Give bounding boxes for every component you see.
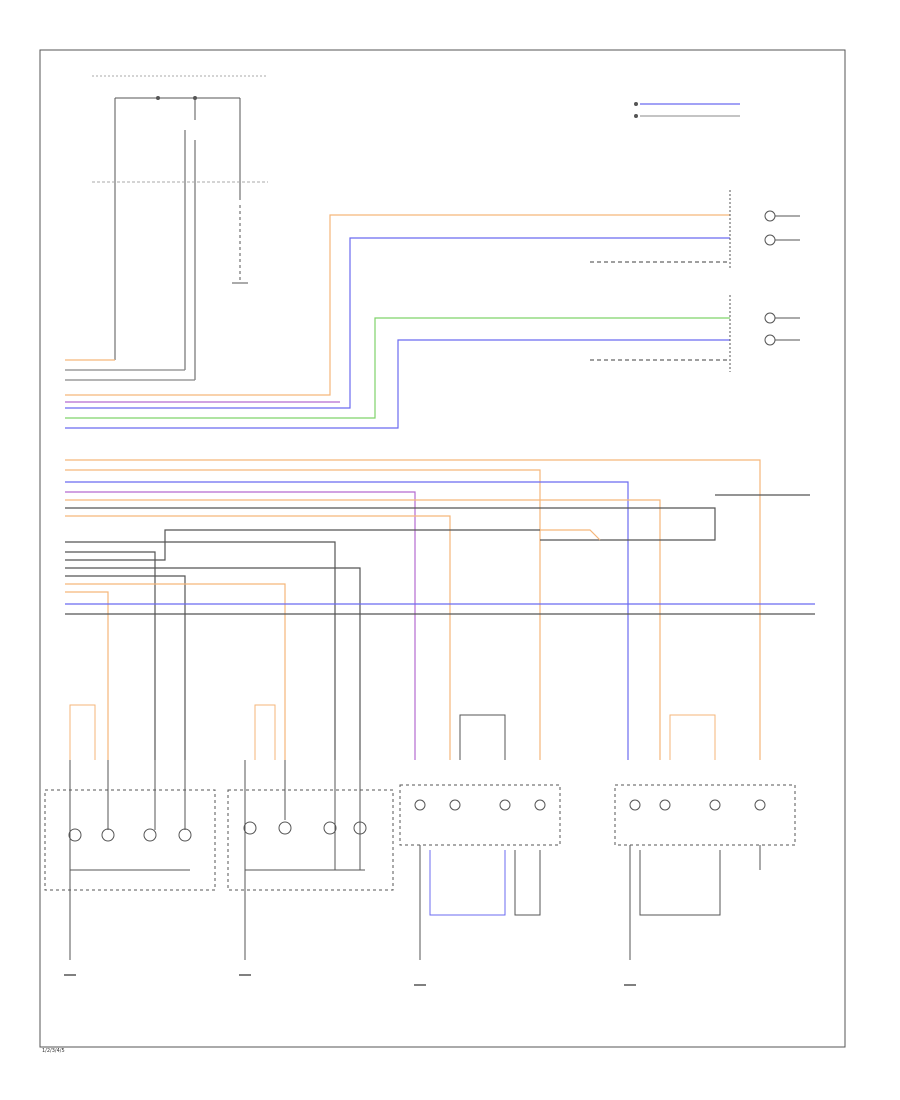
connector-dot <box>193 96 197 100</box>
right-rear-lamp-assembly <box>44 704 216 960</box>
upper-harness <box>65 214 730 429</box>
rear-combination-lamp-1 <box>399 714 561 960</box>
top-left-junction <box>92 75 268 380</box>
lower-harness <box>65 529 815 760</box>
color-legend <box>634 102 740 118</box>
left-front-lamp <box>729 190 800 268</box>
right-front-lamp <box>729 295 800 372</box>
figure-id: 1/2/3/4/5 <box>42 1048 65 1054</box>
ground-symbols <box>64 974 636 986</box>
middle-harness <box>65 459 810 760</box>
left-rear-lamp-assembly <box>227 704 394 960</box>
rear-combination-lamp-2 <box>614 714 796 960</box>
diagram-frame <box>39 49 846 1048</box>
connector-dot <box>156 96 160 100</box>
